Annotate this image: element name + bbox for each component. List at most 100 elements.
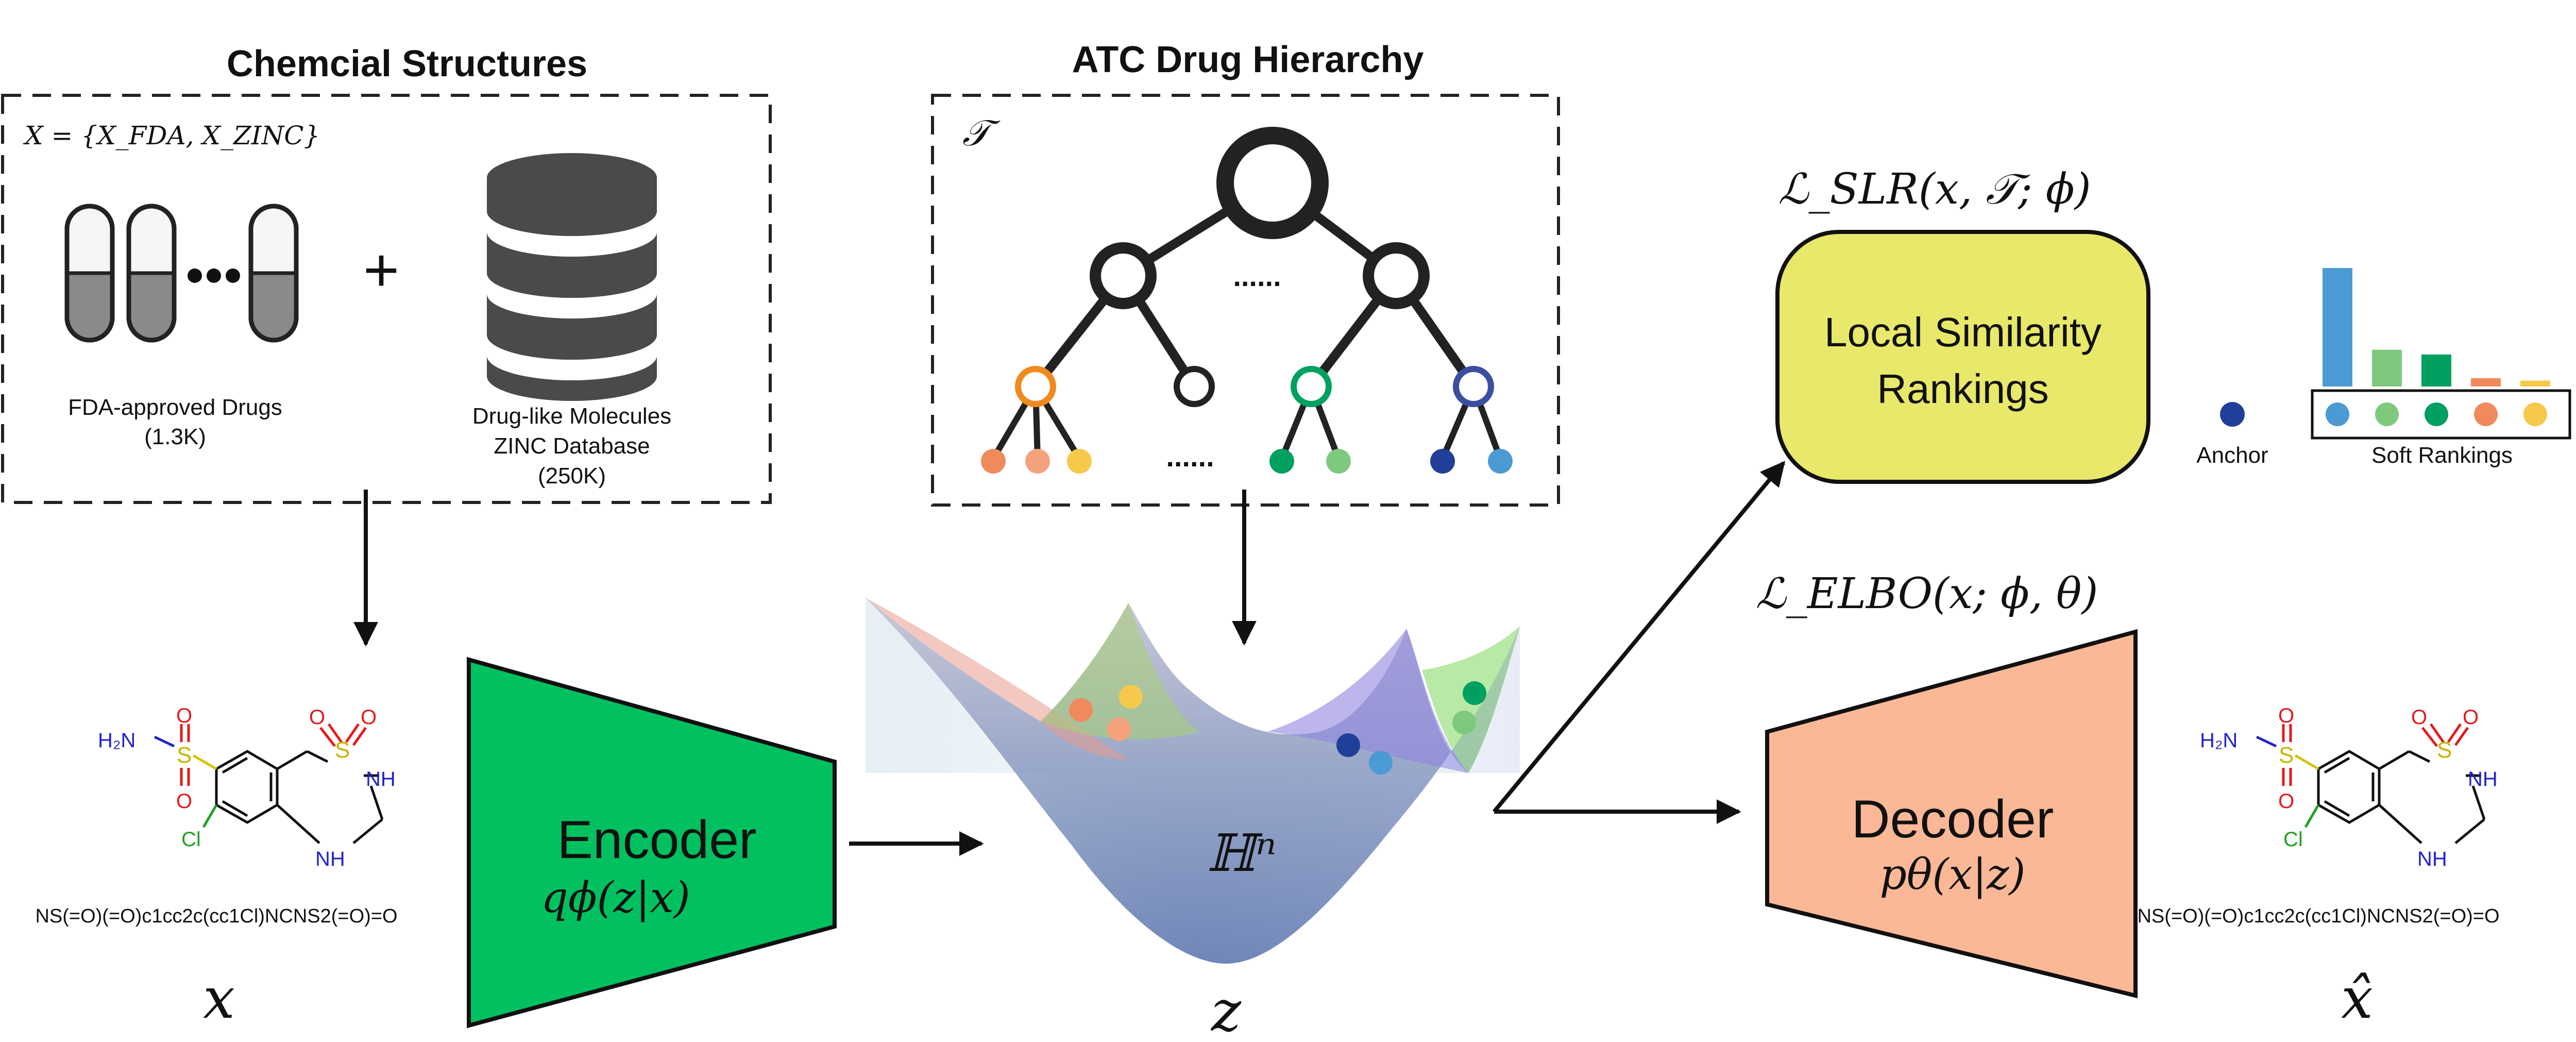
- tree-ellipsis-top: ......: [1233, 260, 1281, 292]
- atom-label: H₂N: [2200, 729, 2238, 752]
- soft-ranking-bar: [2520, 380, 2550, 386]
- fda-count: (1.3K): [144, 424, 206, 449]
- latent-space-symbol: ℍⁿ: [1207, 823, 1276, 883]
- input-variable: x: [203, 965, 235, 1031]
- anchor-point: [2220, 402, 2245, 427]
- soft-ranking-dot: [2523, 402, 2547, 426]
- atom-label: S: [177, 743, 192, 768]
- soft-ranking-bar: [2323, 268, 2352, 386]
- tree-node: [1090, 242, 1157, 309]
- soft-ranking-dots: [2326, 402, 2547, 426]
- local-similarity-label-2: Rankings: [1877, 366, 2049, 412]
- zinc-label-1: Drug-like Molecules: [472, 404, 671, 429]
- chemical-structures-box: [1, 94, 772, 504]
- local-similarity-label-1: Local Similarity: [1824, 309, 2102, 355]
- soft-ranking-dot: [2326, 402, 2349, 426]
- atom-label: O: [176, 790, 192, 813]
- soft-ranking-dot: [2425, 402, 2448, 426]
- tree-leaf: [1488, 449, 1513, 474]
- tree-leaf: [1326, 449, 1351, 474]
- dataset-formula: X = {X_FDA, X_ZINC}: [23, 121, 320, 150]
- soft-ranking-bar: [2421, 354, 2451, 386]
- atom-label: O: [2278, 790, 2294, 813]
- latent-bowl-shade: [866, 598, 1520, 964]
- input-molecule: H₂N S O O Cl S O O NH NH NS(=O)(=O)c1cc2…: [35, 704, 397, 927]
- atom-label: Cl: [181, 828, 201, 851]
- molecule-bonds: [2317, 750, 2486, 844]
- atom-label: O: [2411, 706, 2427, 729]
- latent-point: [1107, 717, 1131, 741]
- tree-node: [1453, 366, 1494, 407]
- smiles-label: NS(=O)(=O)c1cc2c(cc1Cl)NCNS2(=O)=O: [2137, 905, 2499, 927]
- encoder-formula: qϕ(z|x): [541, 873, 690, 922]
- smiles-label: NS(=O)(=O)c1cc2c(cc1Cl)NCNS2(=O)=O: [35, 905, 397, 927]
- slr-panel: ℒ_SLR(x, 𝒯; ϕ) Local Similarity Rankings…: [1775, 165, 2571, 484]
- tree-node: [1015, 366, 1056, 407]
- molecule-bonds: [215, 750, 384, 844]
- latent-point: [1119, 685, 1143, 709]
- atom-label: S: [2279, 743, 2294, 768]
- atom-label: O: [2278, 704, 2294, 727]
- atom-label: S: [335, 737, 350, 763]
- fda-label: FDA-approved Drugs: [68, 395, 282, 420]
- atom-label: Cl: [2283, 828, 2303, 851]
- latent-point: [1463, 681, 1486, 705]
- arrow-latent-to-slr: [1492, 461, 1786, 813]
- tree-node: [1174, 366, 1215, 407]
- latent-variable: z: [1210, 978, 1242, 1042]
- slr-loss-formula: ℒ_SLR(x, 𝒯; ϕ): [1778, 165, 2091, 214]
- atc-hierarchy-panel: ATC Drug Hierarchy 𝒯: [931, 39, 1560, 507]
- latent-point: [1069, 698, 1093, 722]
- atom-label: S: [2437, 737, 2452, 763]
- soft-ranking-bar: [2471, 378, 2501, 386]
- latent-point: [1452, 711, 1476, 734]
- chemical-structures-title: Chemcial Structures: [227, 43, 587, 85]
- encoder-trapezoid: [467, 657, 837, 1029]
- flow-arrows: [353, 461, 1786, 856]
- tree-leaf-edges: [990, 383, 1503, 462]
- atc-hierarchy-title: ATC Drug Hierarchy: [1072, 39, 1424, 80]
- tree-leaf: [981, 449, 1006, 474]
- soft-ranking-dot: [2375, 402, 2399, 426]
- atom-label: O: [309, 706, 325, 729]
- decoder-label: Decoder: [1851, 789, 2054, 849]
- atom-label: NH: [2417, 848, 2447, 870]
- zinc-label-2: ZINC Database: [494, 433, 650, 459]
- atom-label: H₂N: [98, 729, 135, 752]
- encoder-block: Encoder qϕ(z|x): [467, 657, 837, 1029]
- latent-space: ℍⁿ z: [866, 598, 1520, 1042]
- pill-icon: [126, 204, 177, 343]
- elbo-loss-formula: ℒ_ELBO(x; ϕ, θ): [1756, 569, 2098, 618]
- database-icon: [487, 153, 657, 401]
- pill-icon: [64, 204, 115, 343]
- encoder-label: Encoder: [557, 810, 756, 870]
- output-molecule: H₂N S O O Cl S O O NH NH NS(=O)(=O)c1cc2…: [2137, 704, 2499, 927]
- zinc-count: (250K): [538, 463, 606, 489]
- anchor-label: Anchor: [2196, 443, 2268, 468]
- output-variable: x̂: [2341, 965, 2373, 1031]
- tree-leaf: [1025, 449, 1050, 474]
- plus-sign: +: [363, 236, 399, 305]
- atom-label: O: [2463, 706, 2479, 729]
- atom-label: NH: [366, 768, 396, 791]
- pill-icon: [248, 204, 299, 343]
- latent-bowl-violet-sheet: [1267, 629, 1468, 773]
- tree-leaf: [1269, 449, 1294, 474]
- soft-ranking-dot: [2474, 402, 2498, 426]
- atom-label: O: [176, 704, 192, 727]
- soft-ranking-chart: [2323, 268, 2550, 386]
- soft-ranking-bar: [2372, 349, 2402, 386]
- tree-ellipsis-bottom: ......: [1166, 440, 1214, 473]
- tree-symbol: 𝒯: [962, 112, 1001, 154]
- tree-node: [1291, 366, 1332, 407]
- atom-label: O: [361, 706, 377, 729]
- atom-label: NH: [315, 848, 345, 870]
- atom-label: NH: [2468, 768, 2498, 791]
- decoder-block: Decoder pθ(x|z): [1765, 629, 2138, 999]
- tree-node: [1363, 242, 1430, 309]
- ellipsis-icon: [188, 268, 240, 283]
- soft-rankings-label: Soft Rankings: [2371, 443, 2513, 468]
- tree-root-node: [1216, 127, 1329, 239]
- decoder-trapezoid: [1765, 629, 2138, 999]
